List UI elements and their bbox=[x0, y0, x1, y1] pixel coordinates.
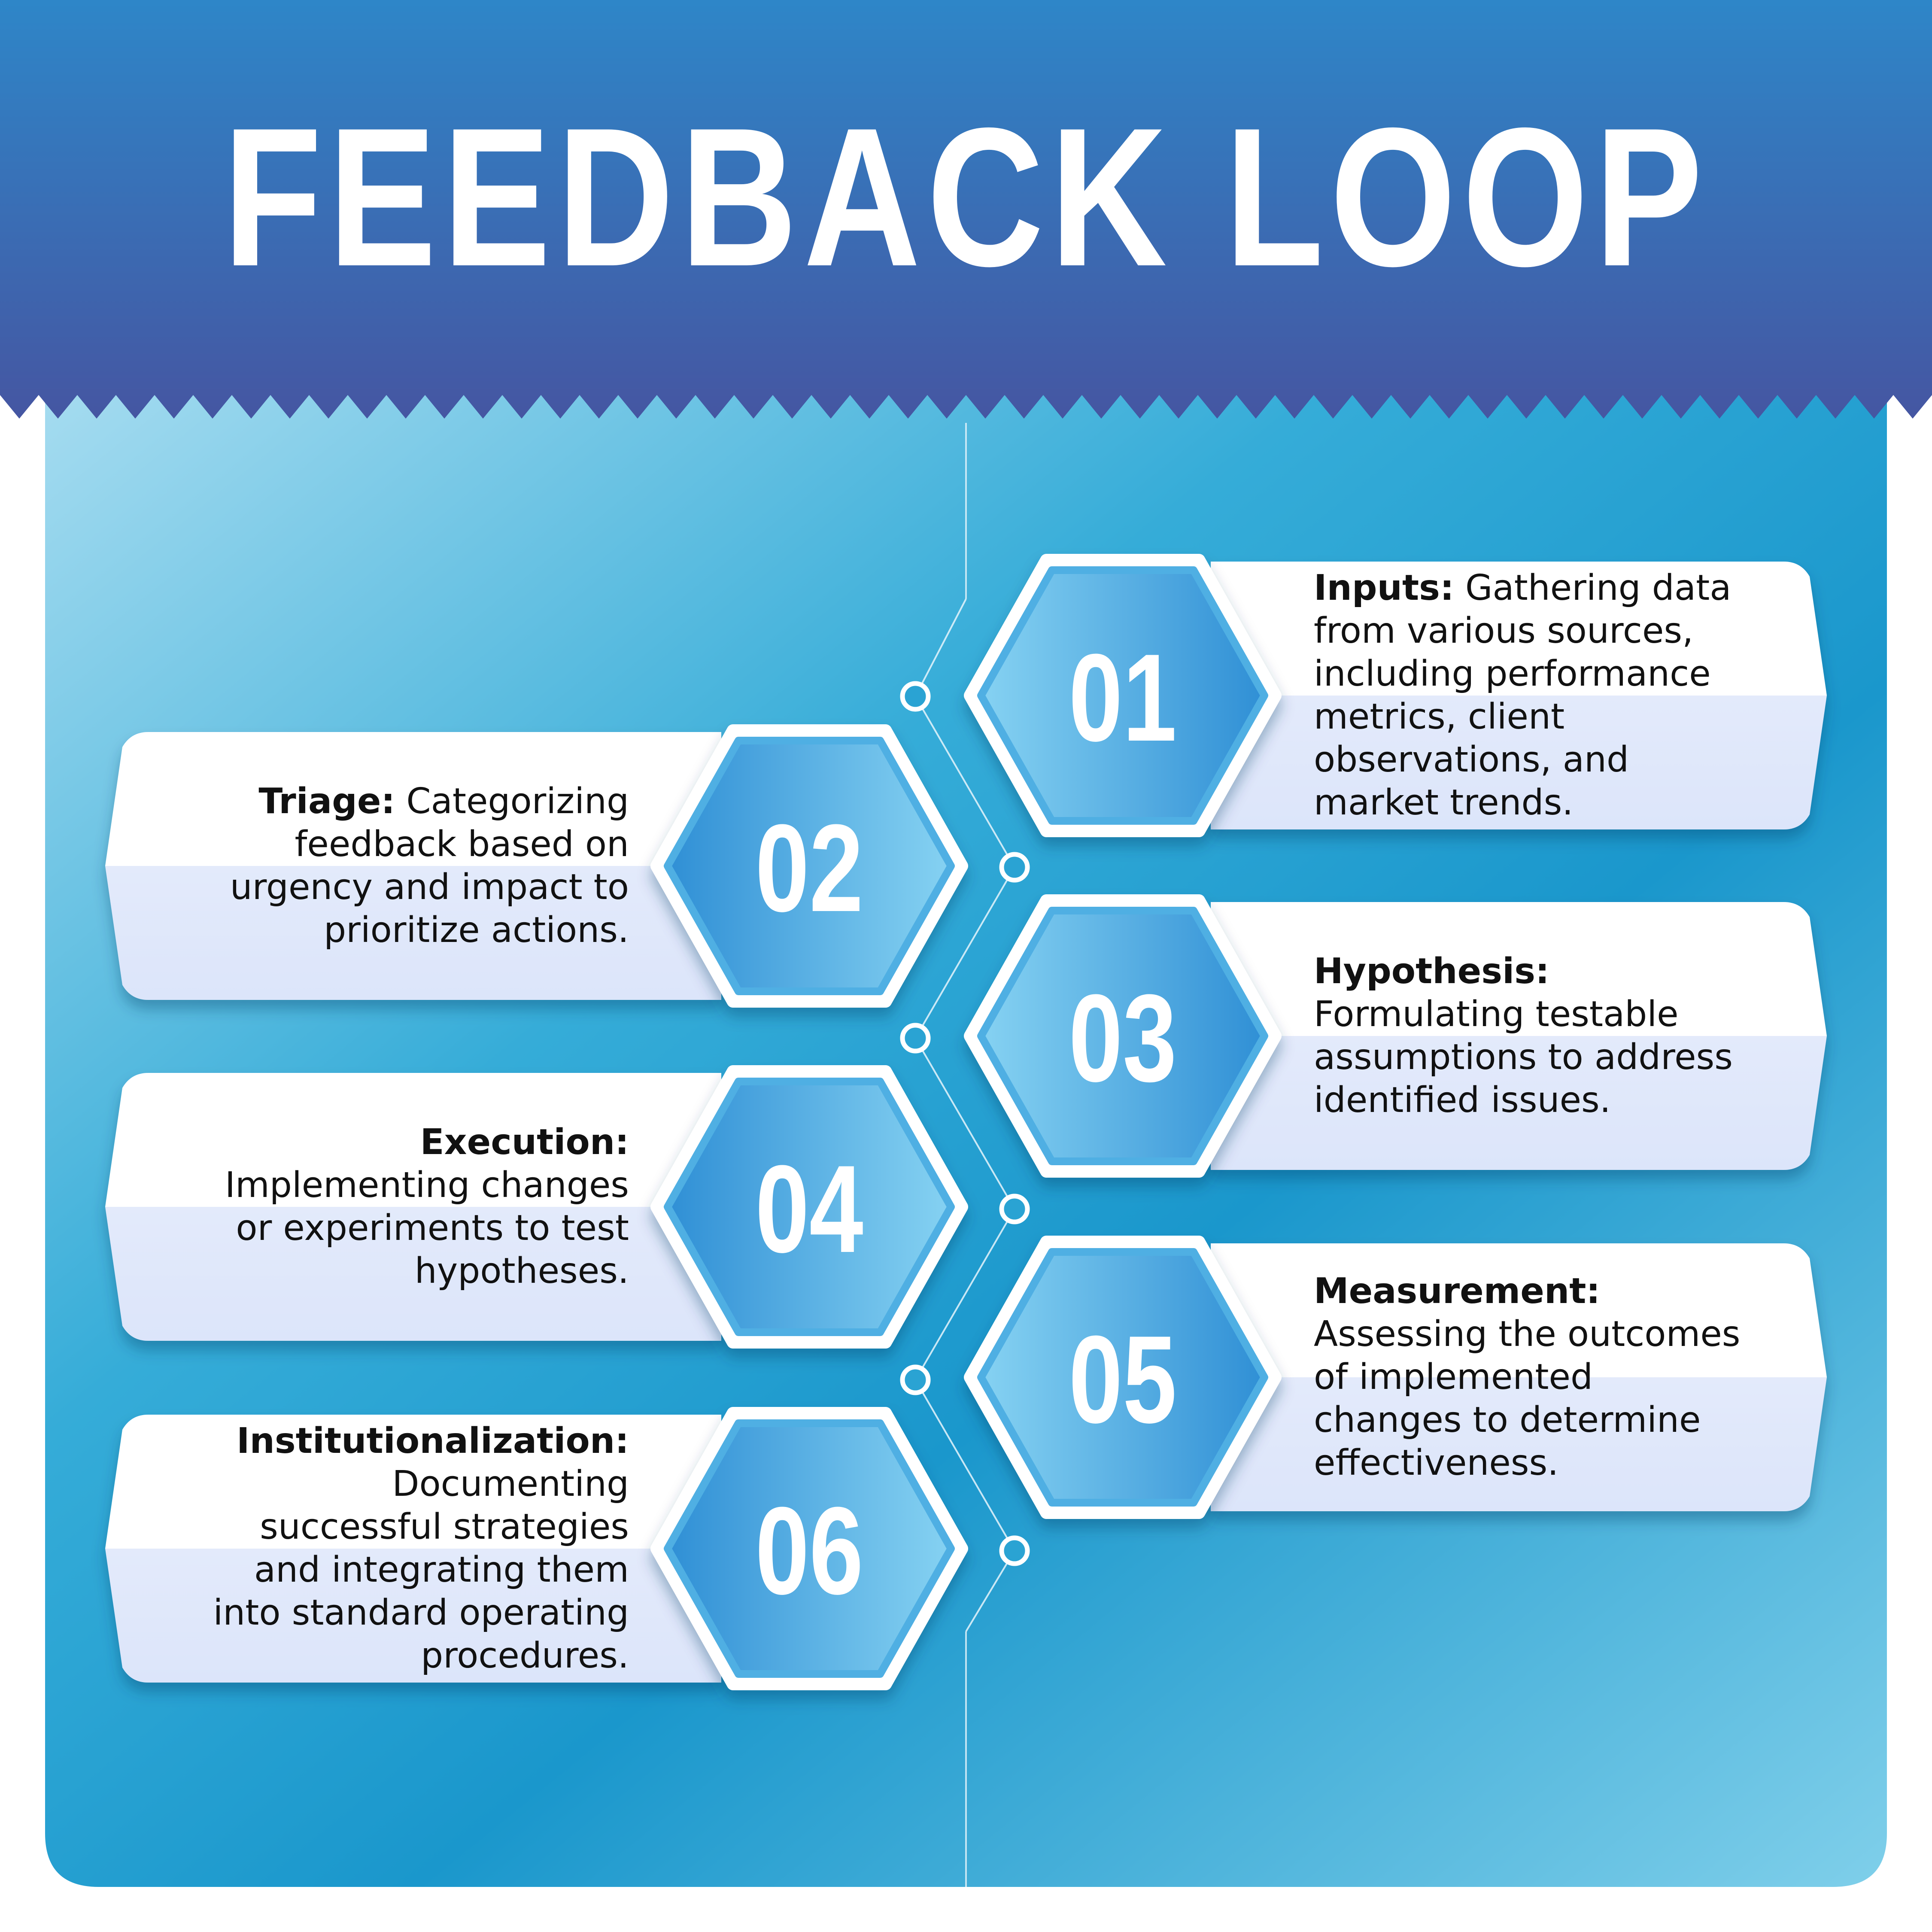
step-card bbox=[1211, 1243, 1827, 1511]
step-label: Hypothesis: bbox=[1314, 951, 1549, 992]
step-number: 04 bbox=[755, 1140, 864, 1279]
step-06: 06 bbox=[105, 1407, 968, 1690]
step-02: 02 bbox=[105, 724, 968, 1008]
step-text: Assessing the outcomes of implemented ch… bbox=[1314, 1314, 1741, 1483]
step-01: 01 bbox=[964, 554, 1827, 837]
step-number: 01 bbox=[1069, 629, 1177, 767]
step-text: Formulating testable assumptions to addr… bbox=[1314, 994, 1733, 1121]
connector-node bbox=[900, 1364, 931, 1395]
step-label: Institutionalization: bbox=[236, 1421, 629, 1461]
step-card bbox=[105, 1073, 721, 1341]
step-description: Measurement: Assessing the outcomes of i… bbox=[1314, 1270, 1743, 1485]
step-number: 02 bbox=[755, 799, 863, 938]
step-card bbox=[1211, 902, 1827, 1170]
step-hexagon bbox=[664, 737, 955, 995]
step-hexagon bbox=[664, 1078, 955, 1336]
step-text: Gathering data from various sources, inc… bbox=[1314, 568, 1732, 823]
step-05: 05 bbox=[964, 1236, 1827, 1519]
step-hexagon bbox=[664, 1419, 955, 1678]
step-label: Measurement: bbox=[1314, 1271, 1601, 1312]
header-banner bbox=[0, 0, 1932, 419]
step-description: Triage: Categorizing feedback based on u… bbox=[200, 780, 629, 952]
step-number: 03 bbox=[1069, 969, 1177, 1108]
step-card bbox=[105, 1415, 721, 1683]
step-description: Inputs: Gathering data from various sour… bbox=[1314, 567, 1743, 824]
step-hexagon bbox=[977, 566, 1268, 825]
step-label: Triage: bbox=[258, 781, 395, 822]
step-hexagon bbox=[977, 1248, 1268, 1507]
step-number: 06 bbox=[755, 1482, 863, 1620]
step-hexagon bbox=[977, 907, 1268, 1165]
connector-node bbox=[999, 1194, 1030, 1224]
step-text: Implementing changes or experiments to t… bbox=[225, 1165, 629, 1291]
page-title: FEEDBACK LOOP bbox=[223, 87, 1709, 307]
connector-node bbox=[900, 1023, 931, 1054]
step-description: Execution: Implementing changes or exper… bbox=[200, 1121, 629, 1293]
connector-node bbox=[900, 681, 931, 712]
step-number: 05 bbox=[1069, 1310, 1177, 1449]
zigzag-connector bbox=[914, 598, 1016, 1632]
step-card bbox=[105, 732, 721, 1000]
step-card bbox=[1211, 562, 1827, 829]
step-label: Execution: bbox=[420, 1122, 629, 1163]
connector-node bbox=[999, 1535, 1030, 1566]
step-04: 04 bbox=[105, 1065, 968, 1349]
step-text: Documenting successful strategies and in… bbox=[213, 1464, 629, 1676]
step-text: Categorizing feedback based on urgency a… bbox=[230, 781, 629, 951]
step-description: Institutionalization: Documenting succes… bbox=[200, 1420, 629, 1677]
connector-node bbox=[999, 852, 1030, 883]
step-label: Inputs: bbox=[1314, 568, 1454, 608]
step-03: 03 bbox=[964, 894, 1827, 1178]
step-description: Hypothesis: Formulating testable assumpt… bbox=[1314, 950, 1743, 1122]
